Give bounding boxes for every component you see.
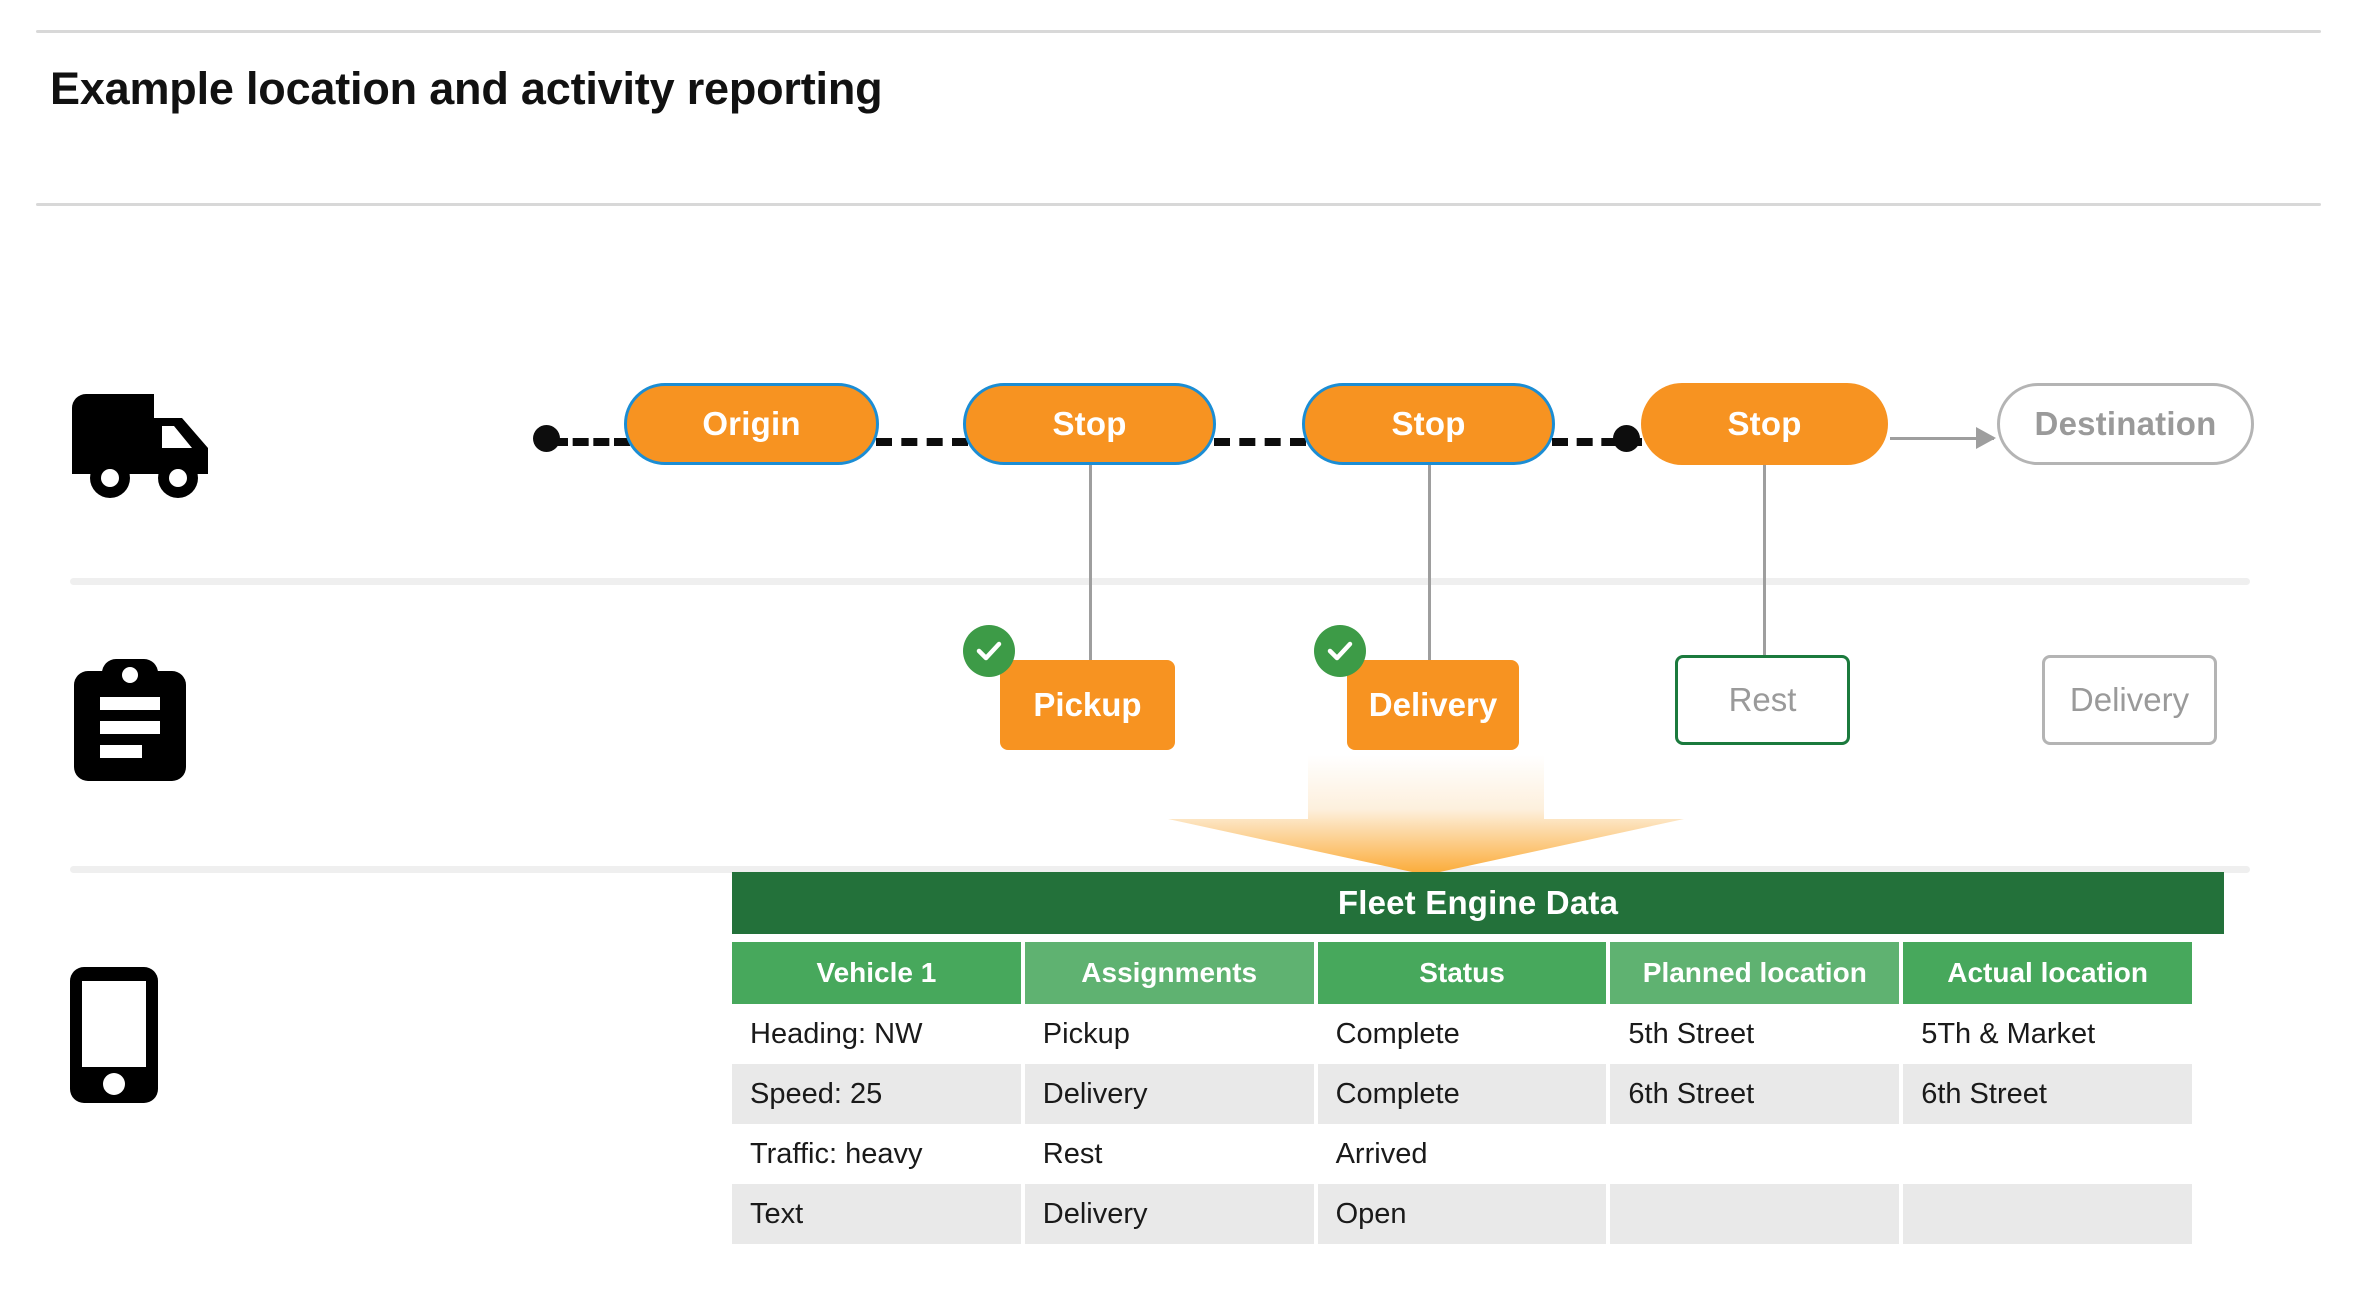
activity-delivery[interactable]: Delivery [1347, 660, 1519, 750]
route-stop-label: Destination [2034, 405, 2217, 442]
activity-label: Delivery [1368, 686, 1498, 723]
check-circle-icon [963, 625, 1015, 677]
activity-label: Rest [1728, 681, 1797, 718]
table-row: Traffic: heavy Rest Arrived [732, 1124, 2192, 1184]
route-stop-label: Origin [702, 405, 801, 442]
table-cell: Complete [1317, 1064, 1607, 1124]
table-cell [1903, 1184, 2192, 1244]
activity-label: Pickup [1033, 686, 1142, 723]
route-destination[interactable]: Destination [1997, 383, 2254, 465]
table-header-cell[interactable]: Status [1317, 942, 1607, 1004]
route-stop-origin[interactable]: Origin [624, 383, 879, 465]
connector-stop2-delivery [1428, 465, 1431, 665]
check-circle-icon [1314, 625, 1366, 677]
table-header-cell[interactable]: Planned location [1610, 942, 1900, 1004]
divider-activity-device [70, 866, 2250, 873]
route-dash-segment [1552, 438, 1642, 446]
table-cell: 5Th & Market [1903, 1004, 2192, 1064]
divider-vehicle-activity [70, 578, 2250, 585]
table-cell: 5th Street [1610, 1004, 1900, 1064]
table-cell: Open [1317, 1184, 1607, 1244]
route-stop-1[interactable]: Stop [963, 383, 1216, 465]
connector-stop3-rest [1763, 465, 1766, 655]
table-header-cell[interactable]: Actual location [1903, 942, 2192, 1004]
phone-icon [68, 965, 160, 1110]
table-cell: Rest [1024, 1124, 1314, 1184]
table-cell: Speed: 25 [732, 1064, 1021, 1124]
flow-arrow-icon [1168, 755, 1684, 875]
table-header-cell[interactable]: Assignments [1024, 942, 1314, 1004]
activity-pickup[interactable]: Pickup [1000, 660, 1175, 750]
table-cell: Arrived [1317, 1124, 1607, 1184]
activity-rest[interactable]: Rest [1675, 655, 1850, 745]
table-row: Heading: NW Pickup Complete 5th Street 5… [732, 1004, 2192, 1064]
table-cell: 6th Street [1610, 1064, 1900, 1124]
route-dash-segment [552, 438, 630, 446]
table-title: Fleet Engine Data [732, 872, 2224, 934]
table-row: Text Delivery Open [732, 1184, 2192, 1244]
header-rule-bottom [36, 203, 2321, 206]
route-node-dot [1613, 425, 1640, 452]
connector-stop1-pickup [1089, 465, 1092, 665]
table-cell: Delivery [1024, 1064, 1314, 1124]
table-header-cell[interactable]: Vehicle 1 [732, 942, 1021, 1004]
table-body: Heading: NW Pickup Complete 5th Street 5… [732, 1004, 2192, 1244]
table-row: Speed: 25 Delivery Complete 6th Street 6… [732, 1064, 2192, 1124]
table-cell: 6th Street [1903, 1064, 2192, 1124]
table-cell: Traffic: heavy [732, 1124, 1021, 1184]
route-stop-label: Stop [1727, 405, 1802, 442]
activity-label: Delivery [2069, 681, 2190, 718]
table-cell: Heading: NW [732, 1004, 1021, 1064]
route-arrow-head-icon [1976, 427, 1996, 449]
truck-icon [68, 390, 213, 505]
activity-delivery-pending[interactable]: Delivery [2042, 655, 2217, 745]
route-stop-label: Stop [1391, 405, 1466, 442]
route-stop-label: Stop [1052, 405, 1127, 442]
table-cell: Complete [1317, 1004, 1607, 1064]
table-cell: Delivery [1024, 1184, 1314, 1244]
route-dash-segment [1214, 438, 1306, 446]
table-header-row: Vehicle 1 Assignments Status Planned loc… [732, 942, 2192, 1004]
page-title: Example location and activity reporting [50, 63, 883, 114]
route-stop-3[interactable]: Stop [1641, 383, 1888, 465]
table-cell [1610, 1124, 1900, 1184]
clipboard-icon [70, 655, 190, 790]
table-cell [1903, 1124, 2192, 1184]
route-arrow-line [1890, 437, 1994, 440]
route-stop-2[interactable]: Stop [1302, 383, 1555, 465]
header-rule-top [36, 30, 2321, 33]
table-cell [1610, 1184, 1900, 1244]
table-cell: Pickup [1024, 1004, 1314, 1064]
table-cell: Text [732, 1184, 1021, 1244]
route-dash-segment [876, 438, 968, 446]
fleet-engine-table: Fleet Engine Data Vehicle 1 Assignments … [732, 872, 2224, 1244]
